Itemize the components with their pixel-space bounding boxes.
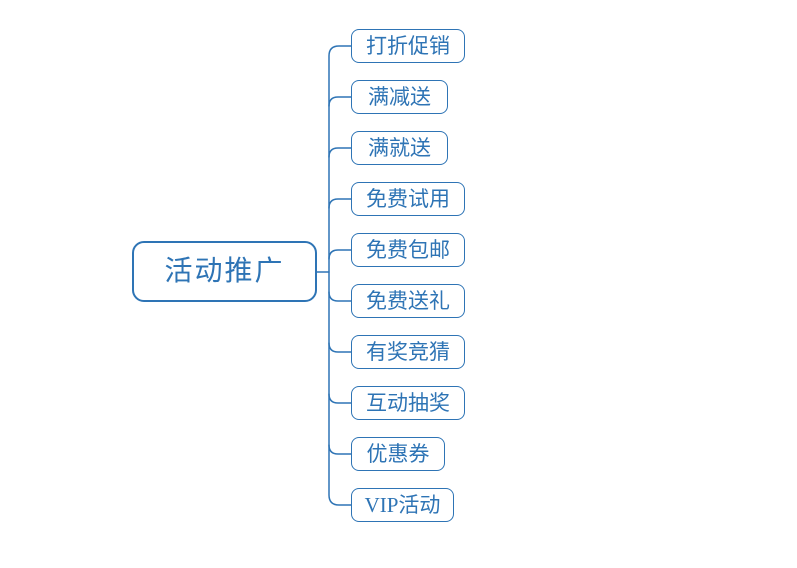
node-free-gift[interactable]: 免费送礼 bbox=[351, 284, 465, 318]
node-coupon[interactable]: 优惠券 bbox=[351, 437, 445, 471]
node-free-trial[interactable]: 免费试用 bbox=[351, 182, 465, 216]
node-root-activity-promotion[interactable]: 活动推广 bbox=[132, 241, 317, 302]
node-interactive-lottery[interactable]: 互动抽奖 bbox=[351, 386, 465, 420]
node-prize-quiz[interactable]: 有奖竞猜 bbox=[351, 335, 465, 369]
node-spend-reduce-gift[interactable]: 满减送 bbox=[351, 80, 448, 114]
node-discount-promotion[interactable]: 打折促销 bbox=[351, 29, 465, 63]
node-spend-get-gift[interactable]: 满就送 bbox=[351, 131, 448, 165]
node-free-shipping[interactable]: 免费包邮 bbox=[351, 233, 465, 267]
node-vip-activity[interactable]: VIP活动 bbox=[351, 488, 454, 522]
